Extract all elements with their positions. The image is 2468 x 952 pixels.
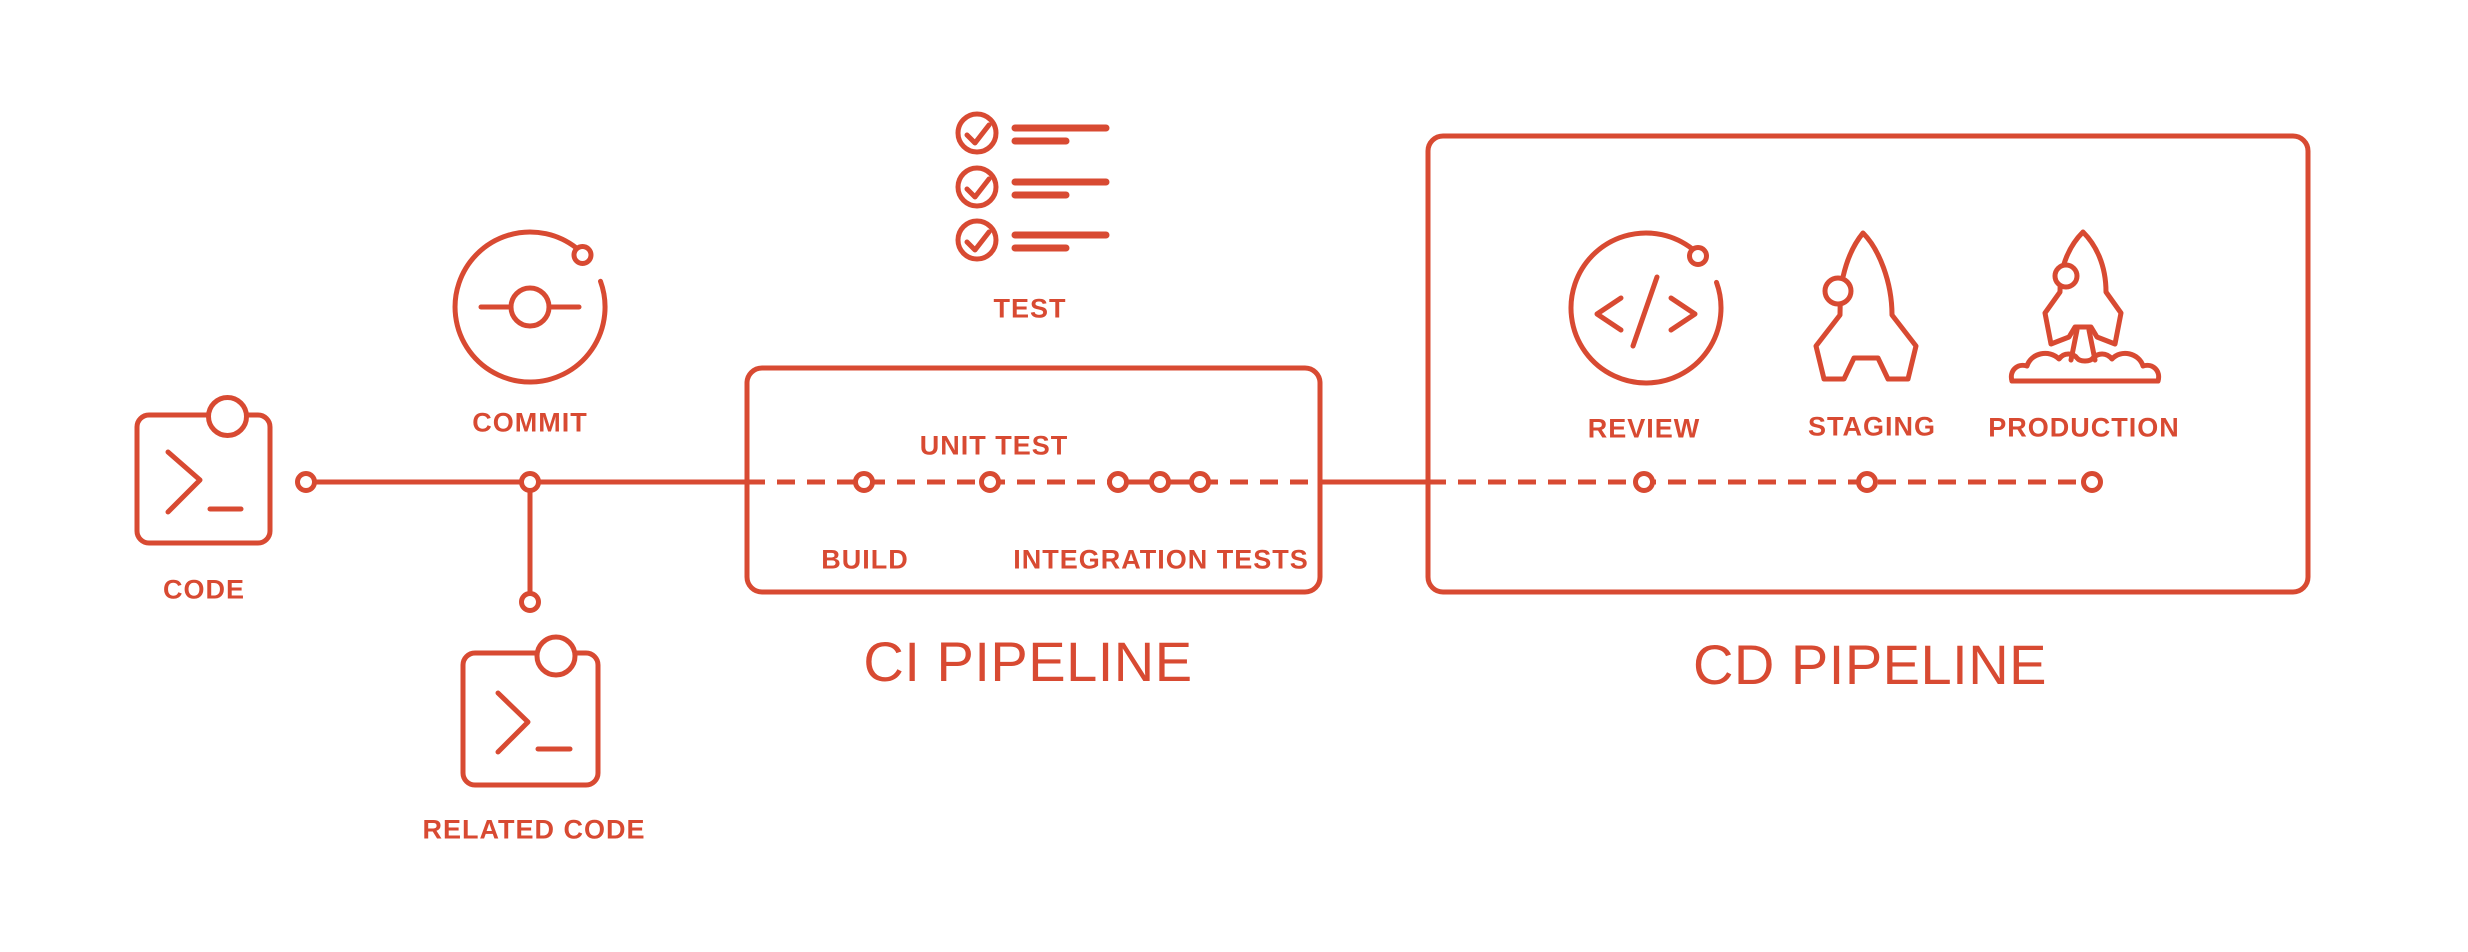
production-launch-icon bbox=[2008, 229, 2162, 384]
node-staging bbox=[1856, 471, 1878, 493]
test-checklist-icon bbox=[955, 111, 1110, 262]
stage-label-build: BUILD bbox=[821, 544, 909, 575]
node-production bbox=[2081, 471, 2103, 493]
cd-pipeline-box bbox=[1425, 133, 2311, 595]
node-review bbox=[1633, 471, 1655, 493]
label-commit: COMMIT bbox=[472, 407, 588, 438]
stage-label-integration-tests: INTEGRATION TESTS bbox=[1013, 544, 1309, 575]
node-build bbox=[853, 471, 875, 493]
section-title-ci: CI PIPELINE bbox=[863, 630, 1193, 693]
node-related-code bbox=[519, 591, 541, 613]
code-icon bbox=[134, 395, 273, 546]
pipeline-nodes bbox=[295, 471, 2103, 613]
node-integration-test-2 bbox=[1149, 471, 1171, 493]
node-commit bbox=[519, 471, 541, 493]
commit-icon bbox=[452, 229, 608, 385]
staging-rocket-icon bbox=[1813, 230, 1919, 382]
stage-label-production: PRODUCTION bbox=[1988, 412, 2180, 443]
label-test: TEST bbox=[993, 293, 1067, 324]
node-unit-test bbox=[979, 471, 1001, 493]
stage-label-unit-test: UNIT TEST bbox=[919, 430, 1069, 461]
node-integration-test-3 bbox=[1189, 471, 1211, 493]
section-title-cd: CD PIPELINE bbox=[1692, 633, 2048, 696]
stage-label-staging: STAGING bbox=[1808, 411, 1936, 442]
label-related-code: RELATED CODE bbox=[422, 814, 646, 845]
stage-label-review: REVIEW bbox=[1587, 413, 1701, 444]
node-start bbox=[295, 471, 317, 493]
review-icon bbox=[1568, 230, 1724, 386]
label-code: CODE bbox=[162, 574, 246, 605]
related-code-icon bbox=[460, 634, 601, 788]
node-integration-test-1 bbox=[1107, 471, 1129, 493]
